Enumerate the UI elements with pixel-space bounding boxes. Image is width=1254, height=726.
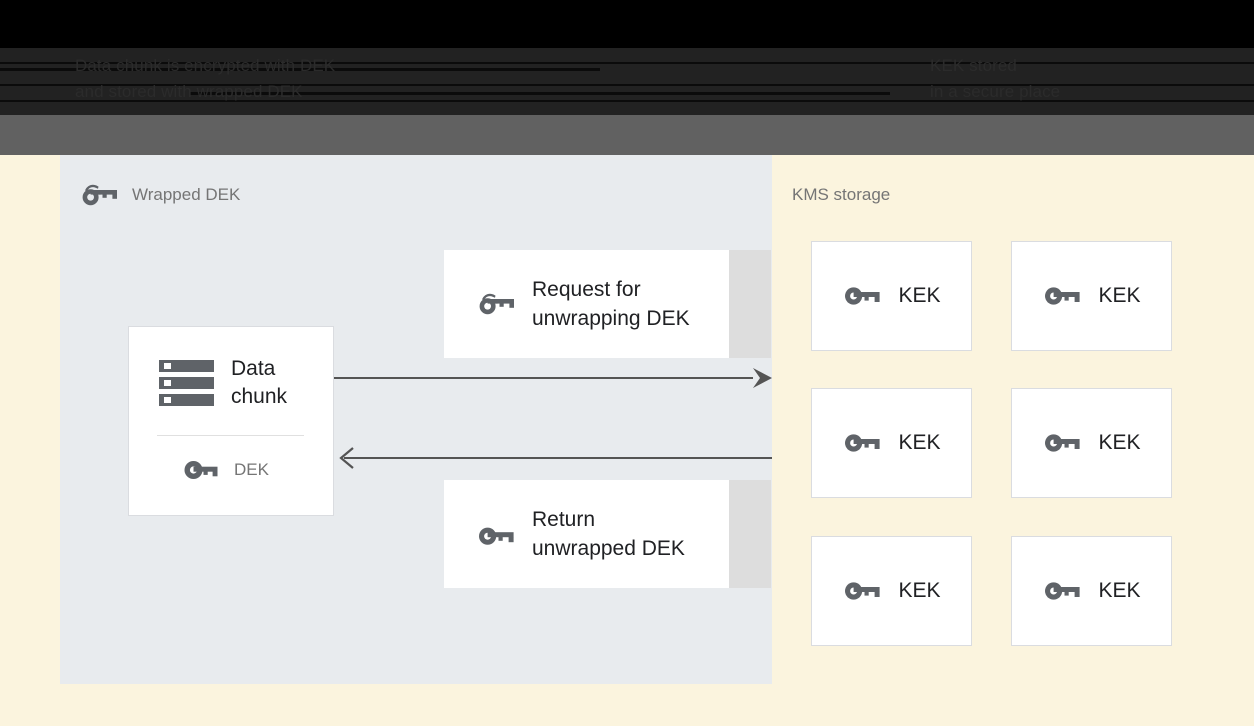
dek-row: DEK: [184, 459, 269, 481]
key-icon: [1042, 577, 1082, 605]
caption-right: KEK stored in a secure place: [930, 56, 1061, 101]
wrapped-dek-panel-title: Wrapped DEK: [132, 185, 241, 204]
kek-box[interactable]: KEK: [1011, 388, 1172, 498]
request-message-card[interactable]: Request for unwrapping DEK: [444, 250, 771, 358]
kek-label: KEK: [898, 431, 941, 454]
kek-label: KEK: [898, 284, 941, 307]
dek-label: DEK: [234, 460, 269, 479]
return-card-shadow: [729, 480, 771, 588]
kek-label: KEK: [1098, 431, 1141, 454]
kek-box[interactable]: KEK: [1011, 536, 1172, 646]
kek-label: KEK: [1098, 284, 1141, 307]
wrapped-key-icon: [476, 290, 516, 318]
key-icon: [842, 577, 882, 605]
top-black-band: [0, 0, 1254, 48]
header-grey-bar-notch: [0, 115, 60, 155]
return-message-label: Return unwrapped DEK: [532, 508, 685, 560]
return-arrow-head: [339, 447, 354, 469]
kek-box[interactable]: KEK: [811, 388, 972, 498]
data-chunk-title: Data chunk: [231, 357, 288, 408]
kek-box[interactable]: KEK: [1011, 241, 1172, 351]
kek-label: KEK: [898, 579, 941, 602]
return-message-card[interactable]: Return unwrapped DEK: [444, 480, 771, 588]
key-icon: [842, 282, 882, 310]
top-dark-band: [0, 48, 1254, 115]
key-icon: [1042, 282, 1082, 310]
return-arrow-line: [344, 457, 772, 459]
key-icon: [842, 429, 882, 457]
card-divider: [157, 435, 304, 436]
key-icon: [476, 520, 516, 548]
data-chunk-header: Data chunk: [159, 355, 287, 411]
kek-label: KEK: [1098, 579, 1141, 602]
request-card-shadow: [729, 250, 771, 358]
kek-box[interactable]: KEK: [811, 536, 972, 646]
request-arrow-line: [334, 377, 758, 379]
caption-left: Data chunk is encrypted with DEK and sto…: [75, 56, 336, 101]
kms-storage-panel-title: KMS storage: [792, 185, 891, 204]
storage-chunk-icon: [159, 359, 214, 407]
request-arrow-head-notch: [753, 368, 760, 388]
header-grey-bar: [0, 115, 1254, 155]
key-icon: [184, 459, 218, 481]
kek-box[interactable]: KEK: [811, 241, 972, 351]
data-chunk-card[interactable]: Data chunk DEK: [128, 326, 334, 516]
key-icon: [1042, 429, 1082, 457]
wrapped-key-icon: [79, 181, 119, 209]
request-message-label: Request for unwrapping DEK: [532, 278, 690, 330]
